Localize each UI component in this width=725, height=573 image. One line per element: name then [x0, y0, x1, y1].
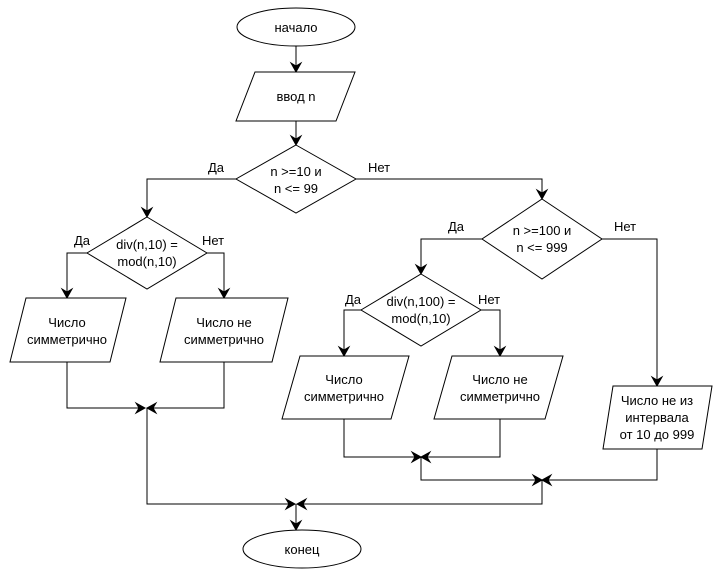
edges [60, 46, 664, 532]
out-nonsym-2-line2: симметрично [184, 332, 264, 347]
cond4-line2: mod(n,10) [391, 311, 450, 326]
cond3-diamond [481, 198, 603, 280]
edge-cond4-no [481, 309, 501, 350]
out-range-line1: Число не из [621, 393, 693, 408]
arrow-end [289, 519, 303, 532]
edge-cond2-yes [66, 252, 87, 292]
cond2-yes-label: Да [74, 233, 91, 248]
arrow-input [289, 61, 303, 74]
edge-out-sym-2-merge [66, 362, 139, 409]
node-end: конец [242, 529, 362, 569]
arrow-merge-final-left [284, 497, 297, 511]
start-label: начало [274, 20, 317, 35]
cond1-no-label: Нет [368, 160, 390, 175]
node-input: ввод n [235, 71, 356, 122]
cond4-no-label: Нет [478, 292, 500, 307]
arrow-merge-a-left [134, 401, 147, 415]
arrow-cond2 [140, 206, 154, 219]
cond4-yes-label: Да [345, 292, 362, 307]
edge-cond3-yes [420, 238, 482, 268]
node-out-sym-3: Число симметрично [281, 355, 410, 420]
edge-merge-c-final [303, 480, 543, 505]
arrow-merge-b-right [419, 450, 432, 464]
arrow-cond4 [414, 263, 428, 276]
out-nonsym-3-line1: Число не [472, 372, 527, 387]
edge-cond2-no [207, 252, 225, 292]
out-range-line3: от 10 до 999 [620, 427, 695, 442]
cond3-no-label: Нет [614, 219, 636, 234]
edge-out-nonsym-3-merge [427, 419, 501, 458]
out-sym-3-line2: симметрично [304, 389, 384, 404]
arrow-merge-b-left [410, 450, 423, 464]
edge-out-range-merge [548, 449, 658, 481]
node-cond1: n >=10 и n <= 99 [234, 144, 358, 214]
arrow-out-range [650, 375, 664, 388]
node-start: начало [236, 7, 356, 47]
out-nonsym-2-line1: Число не [196, 315, 251, 330]
node-cond4: div(n,100) = mod(n,10) [360, 273, 482, 347]
out-sym-2-parallelogram [9, 297, 127, 363]
edge-out-sym-3-merge [343, 419, 415, 458]
arrow-merge-c-left [531, 473, 544, 487]
arrow-cond1 [289, 134, 303, 147]
cond4-diamond [360, 273, 482, 347]
cond1-line1: n >=10 и [270, 164, 321, 179]
out-sym-2-line2: симметрично [27, 332, 107, 347]
node-out-sym-2: Число симметрично [9, 297, 127, 363]
cond1-yes-label: Да [208, 160, 225, 175]
node-cond2: div(n,10) = mod(n,10) [86, 216, 208, 290]
arrow-out-sym-2 [60, 287, 74, 300]
cond2-no-label: Нет [202, 233, 224, 248]
arrow-merge-c-right [540, 473, 553, 487]
input-parallelogram [235, 71, 356, 122]
input-label: ввод n [276, 89, 315, 104]
cond2-line1: div(n,10) = [116, 237, 178, 252]
end-ellipse [242, 529, 362, 569]
node-out-nonsym-2: Число не симметрично [159, 297, 289, 363]
edge-cond1-no [356, 178, 543, 193]
cond2-diamond [86, 216, 208, 290]
arrow-out-nonsym-2 [217, 287, 231, 300]
start-ellipse [236, 7, 356, 47]
edge-merge-b-c [420, 457, 536, 481]
node-out-nonsym-3: Число не симметрично [433, 355, 564, 420]
edge-labels: Да Нет Да Нет Да Нет Да Нет [74, 160, 636, 307]
cond3-line1: n >=100 и [513, 223, 572, 238]
arrow-out-nonsym-3 [493, 345, 507, 358]
edge-cond4-yes [343, 309, 361, 350]
node-cond3: n >=100 и n <= 999 [481, 198, 603, 280]
edge-merge-a-final [146, 408, 289, 505]
edge-cond3-no [602, 238, 658, 380]
out-nonsym-2-parallelogram [159, 297, 289, 363]
cond4-line1: div(n,100) = [386, 294, 455, 309]
out-nonsym-3-parallelogram [433, 355, 564, 420]
arrow-merge-a-right [145, 401, 158, 415]
edge-cond1-yes [146, 178, 236, 211]
cond3-line2: n <= 999 [516, 240, 567, 255]
node-out-out-of-range: Число не из интервала от 10 до 999 [602, 385, 713, 450]
out-sym-3-parallelogram [281, 355, 410, 420]
out-range-line2: интервала [625, 410, 689, 425]
out-nonsym-3-line2: симметрично [460, 389, 540, 404]
cond3-yes-label: Да [448, 219, 465, 234]
cond1-diamond [234, 144, 358, 214]
edge-out-nonsym-2-merge [153, 362, 225, 409]
out-sym-2-line1: Число [48, 315, 85, 330]
cond2-line2: mod(n,10) [117, 254, 176, 269]
out-range-parallelogram [602, 385, 713, 450]
arrow-merge-final-right [295, 497, 308, 511]
arrow-out-sym-3 [337, 345, 351, 358]
arrow-cond3 [535, 188, 549, 201]
cond1-line2: n <= 99 [274, 181, 318, 196]
end-label: конец [285, 542, 320, 557]
out-sym-3-line1: Число [325, 372, 362, 387]
